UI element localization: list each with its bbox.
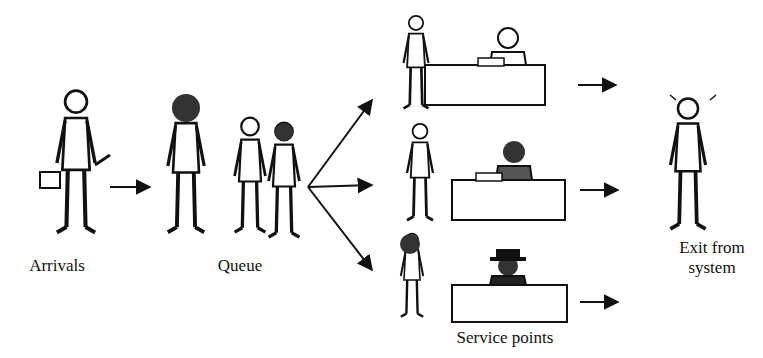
ticket (95, 155, 110, 165)
queue-label: Queue (218, 256, 262, 276)
service-point (400, 234, 567, 322)
hair (275, 123, 293, 141)
service-points-label: Service points (457, 328, 554, 348)
service-point (407, 124, 565, 220)
hair (172, 94, 200, 122)
split-arrows (308, 100, 372, 270)
flow-arrow (110, 186, 150, 188)
exiting-person (670, 95, 716, 229)
queue-people (168, 94, 300, 237)
exit-arrows (578, 85, 618, 302)
arriving-person (40, 91, 110, 233)
arrivals-label: Arrivals (29, 256, 85, 276)
service-point (404, 16, 545, 109)
briefcase (40, 172, 60, 188)
exit-label: Exit from system (668, 238, 756, 277)
